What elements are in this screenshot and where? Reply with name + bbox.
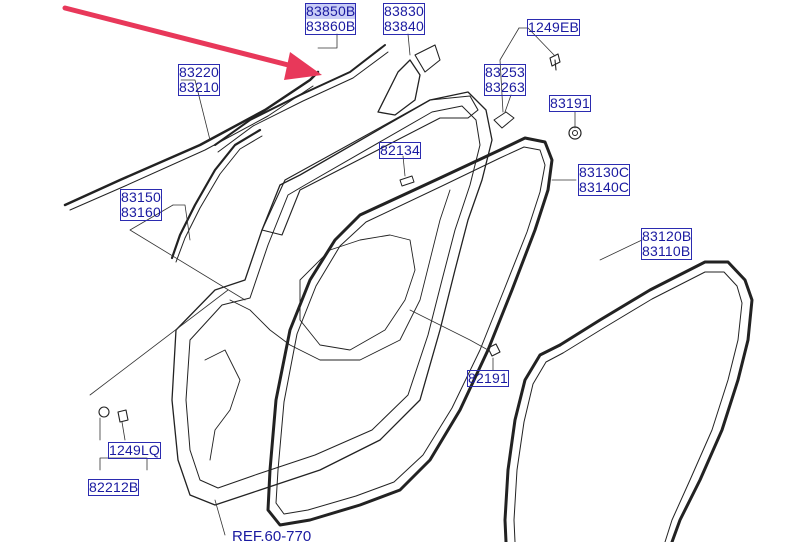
part-number: 83210 bbox=[179, 79, 219, 95]
clip-82134 bbox=[399, 175, 415, 187]
window-run-channel-2 bbox=[175, 135, 263, 263]
reference-link[interactable]: REF.60-770 bbox=[232, 528, 311, 545]
part-number: 83160 bbox=[121, 204, 161, 220]
glass-run-strip bbox=[214, 44, 386, 146]
body-weatherstrip bbox=[558, 260, 754, 542]
highlight-arrow bbox=[62, 5, 322, 80]
part-number: 82212B bbox=[89, 479, 139, 495]
part-label-83220[interactable]: 83220 83210 bbox=[178, 64, 220, 96]
part-number: 83253 bbox=[485, 64, 525, 80]
part-number: 82191 bbox=[468, 370, 508, 386]
part-number: 83850B bbox=[306, 3, 356, 19]
door-inner-structure bbox=[229, 189, 451, 361]
part-number: 83110B bbox=[642, 243, 691, 259]
part-label-83253[interactable]: 83253 83263 bbox=[484, 64, 526, 96]
part-number: 83150 bbox=[121, 189, 161, 205]
door-inner-outline bbox=[185, 105, 481, 489]
window-frame bbox=[261, 95, 479, 236]
outer-belt-molding bbox=[63, 70, 320, 207]
body-weatherstrip-left bbox=[503, 343, 562, 542]
reference-text: REF.60-770 bbox=[232, 528, 312, 545]
part-label-82212b[interactable]: 82212B bbox=[88, 479, 140, 496]
bumper-82191 bbox=[487, 343, 501, 357]
door-weatherstrip bbox=[266, 136, 554, 527]
part-label-83120b[interactable]: 83120B 83110B bbox=[641, 228, 693, 260]
clip-83253 bbox=[493, 111, 515, 129]
grommet-83191 bbox=[568, 126, 582, 140]
delta-cover bbox=[377, 59, 421, 116]
part-number: 83120B bbox=[642, 228, 692, 244]
delta-cover-bracket bbox=[414, 44, 441, 73]
part-label-83850b[interactable]: 83850B 83860B bbox=[305, 3, 357, 35]
part-number: 83220 bbox=[179, 64, 219, 80]
part-label-82191[interactable]: 82191 bbox=[467, 370, 509, 387]
part-number: 83130C bbox=[579, 164, 630, 180]
part-label-83130c[interactable]: 83130C 83140C bbox=[578, 164, 631, 196]
body-weatherstrip-inner bbox=[562, 271, 743, 542]
part-label-1249lq[interactable]: 1249LQ bbox=[108, 442, 162, 459]
part-number: 1249LQ bbox=[109, 442, 161, 458]
part-label-1249eb[interactable]: 1249EB bbox=[527, 19, 581, 36]
door-inner-structure-3 bbox=[299, 234, 416, 351]
part-label-83191[interactable]: 83191 bbox=[549, 95, 591, 112]
washer-82212 bbox=[98, 406, 110, 418]
door-panel-outline bbox=[171, 91, 493, 506]
outer-belt-molding-2 bbox=[69, 85, 314, 211]
part-label-83150[interactable]: 83150 83160 bbox=[120, 189, 162, 221]
door-weatherstrip-inner bbox=[275, 146, 546, 515]
bolt-1249eb bbox=[549, 53, 561, 71]
part-number: 83860B bbox=[306, 18, 356, 34]
part-number: 83140C bbox=[579, 179, 630, 195]
body-weatherstrip-left-inner bbox=[513, 352, 564, 542]
part-number: 83263 bbox=[485, 79, 525, 95]
part-number: 83840 bbox=[384, 18, 424, 34]
grommet-83191-inner bbox=[572, 130, 578, 136]
part-number: 1249EB bbox=[528, 19, 580, 35]
window-run-channel bbox=[170, 128, 262, 260]
part-number: 82134 bbox=[380, 142, 420, 158]
screw-1249lq bbox=[117, 409, 129, 423]
door-inner-structure-2 bbox=[204, 349, 241, 461]
part-number: 83830 bbox=[384, 3, 424, 19]
part-label-82134[interactable]: 82134 bbox=[379, 142, 421, 159]
glass-run-strip-2 bbox=[217, 51, 389, 153]
part-number: 83191 bbox=[550, 95, 590, 111]
part-label-83830[interactable]: 83830 83840 bbox=[383, 3, 425, 35]
